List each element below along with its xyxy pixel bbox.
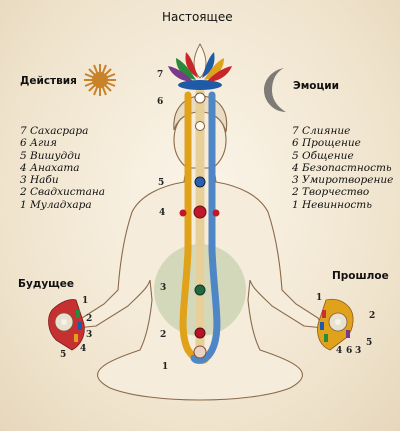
body-number-7: 7 — [157, 70, 164, 80]
left-hand — [48, 299, 85, 351]
body-number-2: 2 — [160, 330, 167, 340]
body-number-4: 4 — [159, 208, 166, 218]
chakra-6 — [195, 121, 205, 131]
actions-heading: Действия — [20, 75, 77, 87]
chakra-name-4: 4 Анахата — [20, 161, 80, 174]
moon-icon — [264, 68, 286, 112]
quality-4: 4 Безопастность — [292, 161, 392, 174]
left-hand-number-5: 5 — [60, 350, 67, 360]
right-hand-number-2: 2 — [369, 311, 376, 321]
right-hand-number-1: 1 — [316, 293, 323, 303]
right-hand-number-4: 4 — [336, 346, 343, 356]
chakra-name-7: 7 Сахасрара — [20, 125, 89, 137]
left-heart-point — [179, 209, 187, 217]
body-number-1: 1 — [162, 362, 169, 372]
chakra-3 — [194, 284, 206, 296]
quality-2: 2 Творчество — [292, 186, 370, 199]
emotions-heading: Эмоции — [293, 80, 339, 92]
energy-channels — [179, 87, 221, 364]
sun-icon — [84, 64, 116, 96]
quality-3: 3 Умиротворение — [292, 174, 394, 187]
left-hand-number-1: 1 — [82, 296, 89, 306]
body-number-5: 5 — [158, 178, 165, 188]
future-heading: Будущее — [18, 278, 75, 290]
body-number-6: 6 — [157, 97, 164, 107]
body-number-3: 3 — [160, 283, 167, 293]
left-hand-number-3: 3 — [86, 330, 93, 340]
right-hand-number-6: 6 — [346, 346, 353, 356]
chakra-name-2: 2 Свадхистана — [20, 186, 106, 199]
page-title: Настоящее — [162, 10, 233, 24]
right-hand-number-5: 5 — [366, 338, 373, 348]
chakra-points — [179, 92, 220, 359]
chakra-1 — [193, 345, 207, 359]
chakra-name-3: 3 Наби — [20, 174, 59, 187]
right-heart-point — [212, 209, 220, 217]
right-channel — [190, 91, 221, 364]
chakra-names-list: 7 Сахасрара 6 Агия 5 Вишудди 4 Анахата 3… — [20, 125, 105, 211]
lotus-icon — [168, 43, 232, 90]
right-hand — [317, 298, 354, 351]
quality-5: 5 Общение — [292, 149, 354, 162]
chakra-name-5: 5 Вишудди — [20, 149, 81, 162]
chakra-4 — [193, 205, 207, 219]
chakra-7 — [194, 92, 206, 104]
quality-6: 6 Прощение — [292, 137, 361, 150]
left-hand-number-4: 4 — [80, 344, 87, 354]
past-heading: Прошлое — [332, 270, 389, 282]
quality-1: 1 Невинность — [292, 198, 372, 211]
right-hand-number-3: 3 — [355, 346, 362, 356]
chakra-5 — [194, 176, 206, 188]
chakra-qualities-list: 7 Слияние 6 Прощение 5 Общение 4 Безопас… — [292, 125, 393, 211]
chakra-2 — [194, 327, 206, 339]
chakra-name-6: 6 Агия — [20, 137, 57, 150]
left-hand-number-2: 2 — [86, 314, 93, 324]
chakra-name-1: 1 Муладхара — [20, 198, 92, 211]
quality-7: 7 Слияние — [292, 125, 351, 137]
